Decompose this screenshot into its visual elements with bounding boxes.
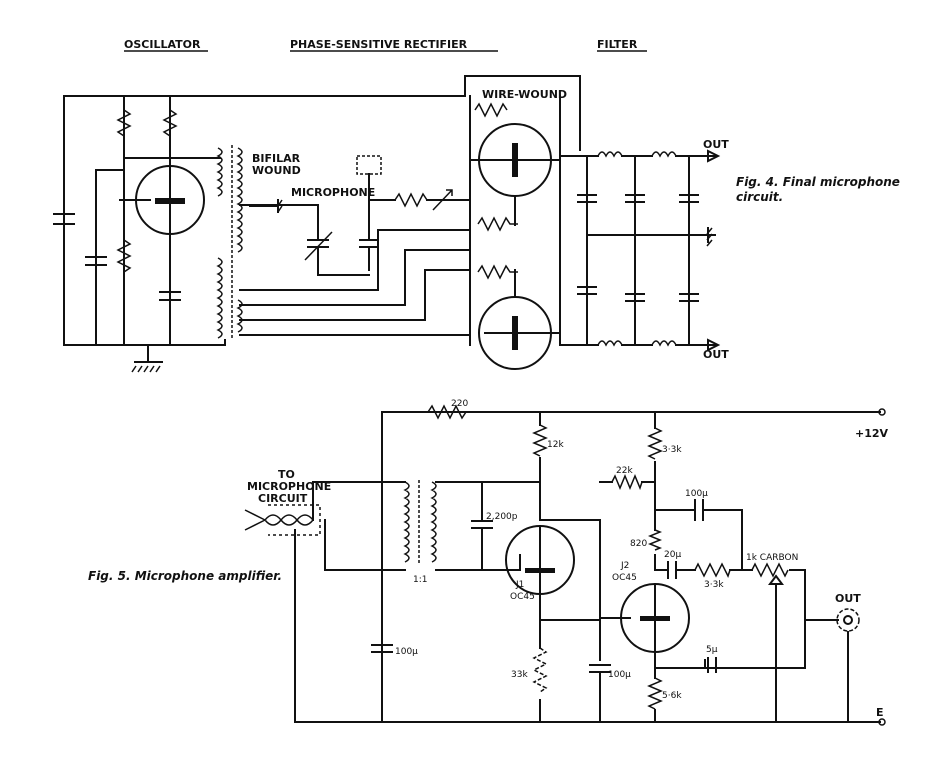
label-r56k: 5·6k (662, 691, 682, 701)
label-c100-mid: 100µ (608, 670, 631, 680)
left-rail (63, 95, 226, 346)
fig5-caption: Fig. 5. Microphone amplifier. (88, 569, 282, 583)
fig5-rails (294, 411, 881, 723)
out-jack (836, 608, 860, 632)
label-j2-type: OC45 (612, 573, 637, 583)
fig5-circuit: +12V E 220 100µ TO MICROPHONE CIRCUIT 1:… (88, 399, 889, 726)
label-j2: J2 (620, 561, 629, 571)
section-oscillator: OSCILLATOR (124, 38, 201, 51)
label-r33k-mid: 3·3k (704, 580, 724, 590)
label-j1-type: OC45 (510, 592, 535, 602)
label-wire-wound: WIRE-WOUND (482, 88, 567, 101)
label-r33k-top: 3·3k (662, 445, 682, 455)
label-supply: +12V (855, 427, 889, 440)
label-wound: WOUND (252, 164, 301, 177)
label-out-bottom: OUT (703, 348, 729, 361)
microphone-box (356, 155, 382, 175)
label-pot: 1k CARBON (746, 553, 798, 563)
fig4-circuit: OSCILLATOR PHASE-SENSITIVE RECTIFIER FIL… (53, 38, 900, 373)
label-c5: 5µ (706, 645, 718, 655)
label-earth: E (876, 706, 884, 719)
label-to-line2: MICROPHONE (247, 480, 331, 493)
label-c2200: 2,200p (486, 512, 518, 522)
label-c20: 20µ (664, 550, 681, 560)
label-r220: 220 (451, 399, 468, 409)
label-ratio: 1:1 (413, 575, 427, 585)
label-bifilar: BIFILAR (252, 152, 301, 165)
section-filter: FILTER (597, 38, 638, 51)
bifilar-transformer (216, 145, 243, 340)
label-to-line1: TO (278, 468, 295, 481)
label-c100-top: 100µ (685, 489, 708, 499)
top-rail (63, 75, 581, 151)
label-out-top: OUT (703, 138, 729, 151)
label-to-line3: CIRCUIT (258, 492, 308, 505)
fig4-caption-line1: Fig. 4. Final microphone (736, 175, 900, 189)
label-j1: J1 (515, 580, 524, 590)
label-r820: 820 (630, 539, 647, 549)
fig4-caption-line2: circuit. (736, 190, 783, 204)
label-r33k-bottom: 33k (511, 670, 528, 680)
label-r12k: 12k (547, 440, 564, 450)
label-microphone: MICROPHONE (291, 186, 375, 199)
label-r22k: 22k (616, 466, 633, 476)
label-out: OUT (835, 592, 861, 605)
section-rectifier: PHASE-SENSITIVE RECTIFIER (290, 38, 468, 51)
label-c100-left: 100µ (395, 647, 418, 657)
